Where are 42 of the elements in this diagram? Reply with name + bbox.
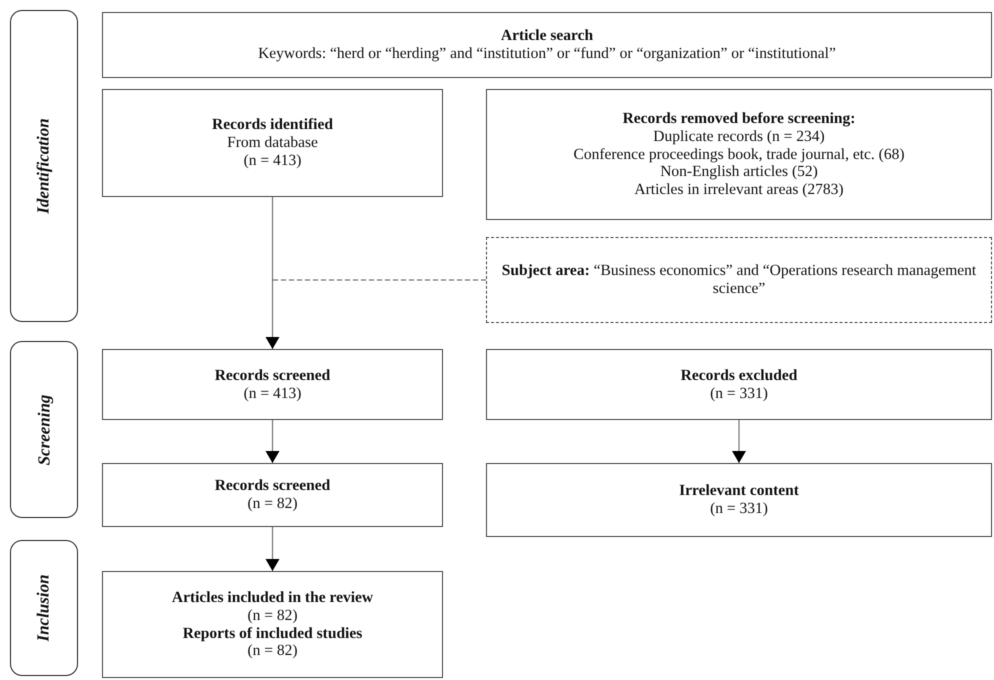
process-box [486,349,992,420]
stage-label: Screening [34,394,54,465]
box-text: Duplicate records (n = 234) [653,128,825,146]
process-box [102,89,443,197]
process-box [486,463,992,537]
arrow [732,420,746,463]
box-text: (n = 331) [710,500,768,518]
box-text: (n = 82) [247,642,298,660]
box-text: Keywords: “herd or “herding” and “institution” or “fund” or “organization” or “institutional” [258,45,836,63]
box-text: (n = 413) [244,152,302,170]
stage-band [10,540,78,676]
box-text: (n = 82) [247,606,298,624]
box-heading: Articles included in the review [172,588,374,607]
process-box [102,463,443,527]
process-box [102,571,443,678]
box-heading: Records identified [212,116,333,134]
process-box [486,89,992,220]
box-text: (n = 331) [710,384,768,402]
arrow [266,197,280,349]
box-heading: Records screened [214,366,330,384]
stage-band [10,10,78,322]
box-text: Subject area: “Business economics” and “Operations research management science” [500,262,978,298]
box-heading: Irrelevant content [679,482,799,500]
stage-band [10,341,78,518]
box-heading: Article search [500,27,594,45]
process-box [102,349,443,420]
box-heading: Records removed before screening: [622,110,856,128]
box-text: Non-English articles (52) [660,163,818,182]
box-text: Conference proceedings book, trade journal, etc. (68) [574,146,904,164]
box-heading: Reports of included studies [182,624,362,642]
stage-label: Identification [34,118,54,214]
process-box [102,12,992,78]
dashed-note-box [486,237,992,323]
box-text: (n = 413) [244,384,302,402]
arrow [266,527,280,571]
box-text: (n = 82) [247,495,298,513]
arrow [266,420,280,463]
box-text: Articles in irrelevant areas (2783) [634,181,844,200]
box-text: From database [227,134,318,152]
box-heading: Records excluded [680,366,798,384]
stage-label: Inclusion [34,574,54,642]
box-heading: Records screened [214,477,330,495]
